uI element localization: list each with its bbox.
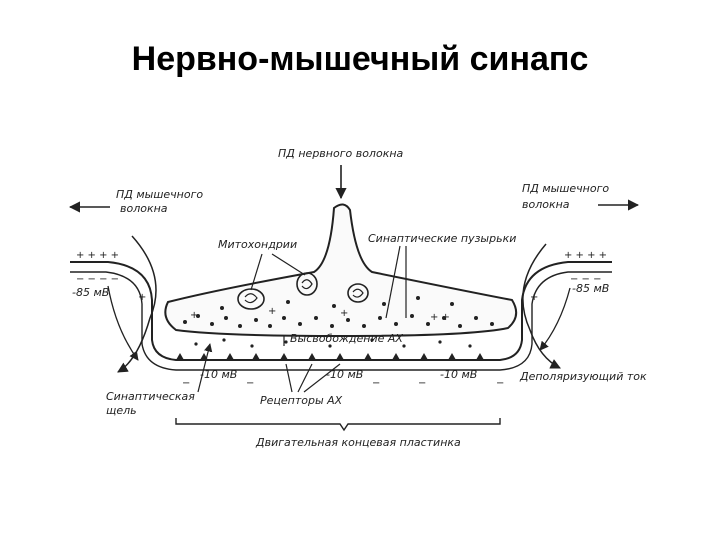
svg-text:+: + xyxy=(530,292,538,303)
svg-text:−: − xyxy=(496,378,504,389)
synaptic-vesicles xyxy=(183,296,494,328)
muscle-ap-right-label-2: волокна xyxy=(522,198,570,211)
mitochondrion xyxy=(347,283,369,303)
right-current-arrow-2 xyxy=(539,287,571,351)
svg-text:+ + + +: + + + + xyxy=(564,250,607,261)
left-current-arrow-2 xyxy=(107,285,139,361)
svg-text:− − −: − − − xyxy=(570,274,602,285)
ach-receptors xyxy=(176,353,484,360)
svg-text:+: + xyxy=(190,310,198,321)
vesicles-label: Синаптические пузырьки xyxy=(368,232,516,245)
local-potential-label: -10 мВ xyxy=(440,368,477,381)
svg-text:+: + xyxy=(268,306,276,317)
muscle-membrane-inner xyxy=(70,271,612,371)
right-current-arrow xyxy=(522,243,561,369)
receptors-label: Рецепторы АХ xyxy=(260,394,343,407)
svg-text:−: − xyxy=(418,378,426,389)
depolarizing-current-label: Деполяризующий ток xyxy=(519,370,647,383)
synaptic-cleft-label-2: щель xyxy=(106,404,137,417)
svg-text:−: − xyxy=(246,378,254,389)
svg-text:− − − −: − − − − xyxy=(76,274,119,285)
mitochondria-label: Митохондрии xyxy=(218,238,297,251)
ach-molecules xyxy=(194,338,472,348)
nerve-terminal xyxy=(164,203,518,338)
svg-text:+ + + +: + + + + xyxy=(76,250,119,261)
end-plate-label: Двигательная концевая пластинка xyxy=(255,436,461,449)
end-plate-brace xyxy=(175,418,501,432)
svg-text:+: + xyxy=(340,308,348,319)
muscle-ap-left-label: ПД мышечного xyxy=(116,188,203,201)
muscle-ap-left-label-2: волокна xyxy=(120,202,168,215)
svg-text:+: + xyxy=(138,292,146,303)
local-potential-label: -10 мВ xyxy=(200,368,237,381)
svg-text:−: − xyxy=(372,378,380,389)
membrane-charges: + + + + − − − − + + + + − − − + + + + + − −… xyxy=(76,250,607,389)
svg-text:−: − xyxy=(182,378,190,389)
synaptic-cleft-label: Синаптическая xyxy=(106,390,195,403)
left-potential-label: -85 мВ xyxy=(72,286,109,299)
right-potential-label: -85 мВ xyxy=(572,282,609,295)
muscle-ap-right-label: ПД мышечного xyxy=(522,182,609,195)
svg-text:+ +: + + xyxy=(430,312,450,323)
mitochondrion xyxy=(296,272,318,296)
local-potential-label: -10 мВ xyxy=(326,368,363,381)
nerve-ap-label: ПД нервного волокна xyxy=(278,147,404,160)
slide-title: Нервно-мышечный синапс xyxy=(131,40,589,78)
ach-release-label: Высвобождение АХ xyxy=(290,332,403,345)
leader-lines xyxy=(197,245,407,393)
left-current-arrow xyxy=(117,235,157,373)
